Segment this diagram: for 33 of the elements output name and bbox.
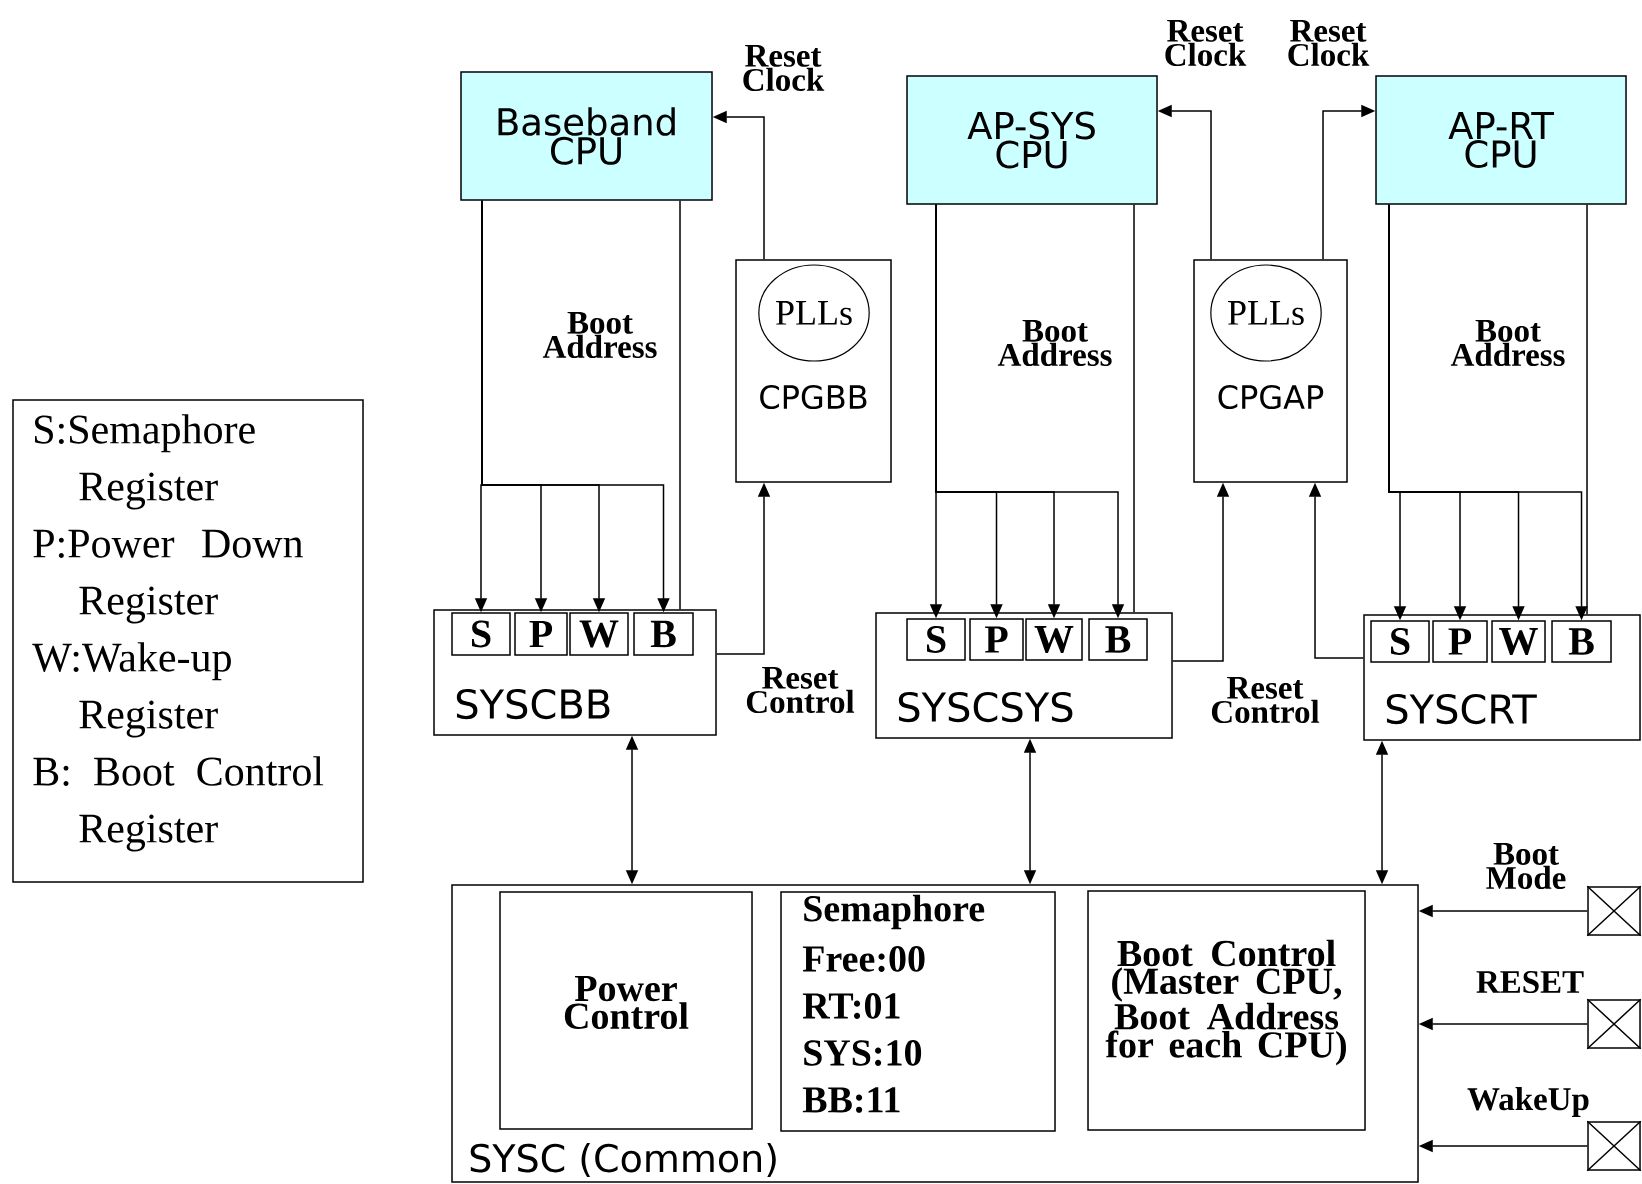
pin-label: Boot Mode <box>1486 842 1566 890</box>
register-box: B <box>1088 618 1148 661</box>
function-box: Semaphore Free:00 RT:01 SYS:10 BB:11 <box>780 891 1056 1132</box>
edge-label: Boot Address <box>984 318 1126 368</box>
pin-label: RESET <box>1476 970 1584 994</box>
register-box: B <box>633 612 694 656</box>
register-box: B <box>1551 620 1612 663</box>
register-box: S <box>451 612 511 656</box>
edge-label: Reset Clock <box>734 43 832 93</box>
cpu-box: AP-SYS CPU <box>906 75 1158 205</box>
pin-label: WakeUp <box>1467 1087 1589 1117</box>
edge-label: Reset Control <box>734 665 866 715</box>
connector-line <box>679 200 681 610</box>
register-box: P <box>1432 620 1488 663</box>
edge-label: Reset Clock <box>1282 18 1374 68</box>
edge-label: Reset Control <box>1199 675 1331 725</box>
register-box: W <box>1025 618 1083 661</box>
edge-label: Boot Address <box>529 310 671 360</box>
register-box: P <box>969 618 1024 661</box>
register-box: P <box>514 612 568 656</box>
connector-line <box>1133 204 1135 613</box>
cpu-box: AP-RT CPU <box>1375 75 1627 205</box>
register-box: S <box>1370 620 1430 663</box>
edge-label: Boot Address <box>1437 318 1579 368</box>
register-box: W <box>569 612 629 656</box>
register-box: S <box>906 618 966 661</box>
function-box: Boot Control (Master CPU, Boot Address for each CPU) <box>1087 890 1366 1131</box>
key-box: S:Semaphore Register P:Power Down Register W:Wake-up Register B: Boot Control Register <box>12 399 364 883</box>
connector-line <box>1586 204 1588 615</box>
cpu-box: Baseband CPU <box>460 71 713 201</box>
edge-label: Reset Clock <box>1159 18 1251 68</box>
register-box: W <box>1491 620 1546 663</box>
function-box: Power Control <box>499 891 753 1130</box>
